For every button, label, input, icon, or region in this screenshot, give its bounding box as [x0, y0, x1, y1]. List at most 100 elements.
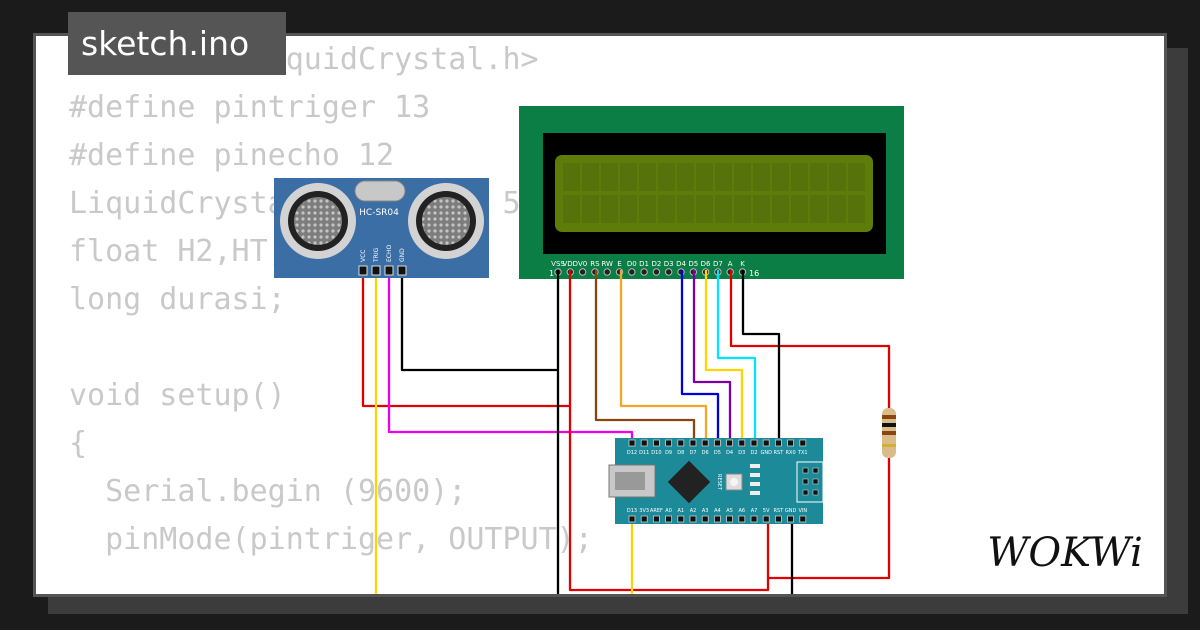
- nano-top-pin[interactable]: [701, 439, 709, 447]
- nano-top-pin[interactable]: [628, 439, 636, 447]
- sensor-pin[interactable]: [397, 265, 407, 276]
- sensor-pin[interactable]: [384, 265, 394, 276]
- wire-sensor-gnd[interactable]: [400, 275, 558, 372]
- lcd-cell: [563, 163, 580, 191]
- lcd-cell: [696, 163, 713, 191]
- wire-lcd-d6[interactable]: [704, 270, 744, 440]
- lcd-pin[interactable]: [652, 268, 661, 276]
- nano-top-pin[interactable]: [750, 439, 758, 447]
- nano-top-pin[interactable]: [762, 439, 770, 447]
- nano-bottom-pin-label: 3V3: [639, 508, 649, 514]
- lcd-cell: [677, 163, 694, 191]
- wokwi-logo: WOKWi: [987, 530, 1143, 576]
- nano-bottom-pin[interactable]: [653, 515, 660, 523]
- nano-bottom-pin[interactable]: [738, 515, 746, 523]
- wire-sensor-echo[interactable]: [387, 275, 634, 440]
- nano-leds: [750, 464, 760, 495]
- lcd-cell: [734, 195, 751, 223]
- wire-lcd-a[interactable]: [729, 270, 891, 410]
- sensor-pin[interactable]: [358, 265, 368, 276]
- nano-bottom-pin[interactable]: [701, 515, 709, 523]
- nano-bottom-pin-label: A4: [714, 508, 721, 514]
- icsp-pin: [812, 478, 819, 485]
- sensor-pin-label: VCC: [360, 250, 367, 262]
- wire-lcd-vdd[interactable]: [568, 406, 770, 592]
- nano-bottom-pin-label: VIN: [798, 508, 807, 514]
- sensor-model-label: HC-SR04: [359, 208, 399, 218]
- nano-top-pin[interactable]: [799, 439, 807, 447]
- nano-bottom-pin-label: A3: [702, 508, 709, 514]
- nano-bottom-pin-label: A6: [738, 508, 745, 514]
- nano-bottom-pin[interactable]: [628, 515, 636, 523]
- lcd-cell: [563, 195, 580, 223]
- nano-bottom-pin-label: A7: [751, 508, 758, 514]
- lcd-cell: [791, 163, 808, 191]
- wire-sensor-vcc[interactable]: [361, 270, 572, 408]
- icsp-pin: [802, 478, 809, 485]
- nano-bottom-pin[interactable]: [665, 515, 672, 523]
- nano-bottom-pin[interactable]: [640, 515, 648, 523]
- lcd-pin-label: A: [728, 260, 733, 268]
- nano-top-pin[interactable]: [653, 439, 660, 447]
- lcd-pin[interactable]: [640, 268, 648, 276]
- reset-label: RESET: [716, 474, 722, 491]
- nano-bottom-pin[interactable]: [762, 515, 770, 523]
- nano-top-pin[interactable]: [738, 439, 746, 447]
- icsp-pin: [802, 467, 809, 474]
- nano-bottom-pin[interactable]: [689, 515, 697, 523]
- nano-top-pin[interactable]: [787, 439, 794, 447]
- nano-bottom-pin-label: RST: [774, 508, 785, 514]
- nano-bottom-pin-label: A1: [677, 508, 684, 514]
- nano-top-pin[interactable]: [714, 439, 721, 447]
- nano-bottom-pin[interactable]: [677, 515, 685, 523]
- wire-lcd-d7[interactable]: [716, 270, 757, 440]
- lcd-cell: [601, 195, 618, 223]
- wire-lcd-k[interactable]: [741, 270, 781, 440]
- resistor-band-3: [882, 431, 896, 435]
- lcd-cell: [582, 195, 599, 223]
- wire-lcd-e[interactable]: [619, 270, 708, 440]
- lcd-pin[interactable]: [603, 268, 611, 276]
- wire-lcd-rs[interactable]: [594, 270, 696, 440]
- wire-lcd-d5[interactable]: [692, 270, 732, 440]
- lcd-cell: [848, 195, 865, 223]
- nano-top-pin[interactable]: [726, 439, 733, 447]
- nano-top-pin[interactable]: [689, 439, 697, 447]
- resistor[interactable]: [882, 408, 896, 458]
- nano-bottom-pin[interactable]: [726, 515, 733, 523]
- nano-top-pin[interactable]: [775, 439, 782, 447]
- sensor-crystal: [354, 180, 406, 202]
- lcd-pin-label: D3: [664, 260, 674, 268]
- nano-bottom-pin[interactable]: [775, 515, 782, 523]
- lcd-cell: [696, 195, 713, 223]
- nano-bottom-pin-label: AREF: [650, 508, 663, 514]
- nano-bottom-pin[interactable]: [750, 515, 758, 523]
- resistor-band-1: [882, 415, 896, 419]
- lcd-pin[interactable]: [578, 268, 587, 276]
- wire-resistor-5v[interactable]: [768, 455, 891, 580]
- lcd-pin-label: D1: [639, 260, 649, 268]
- nano-bottom-pin[interactable]: [799, 515, 807, 523]
- nano-top-pin[interactable]: [640, 439, 648, 447]
- lcd-cell: [582, 163, 599, 191]
- wire-lcd-d4[interactable]: [680, 270, 720, 440]
- lcd-pin[interactable]: [628, 268, 636, 276]
- nano-bottom-pin[interactable]: [714, 515, 721, 523]
- lcd-pin[interactable]: [665, 268, 673, 276]
- nano-top-pin[interactable]: [665, 439, 672, 447]
- nano-top-pin[interactable]: [677, 439, 685, 447]
- resistor-band-2: [882, 423, 896, 427]
- lcd-pin-label: VSS: [551, 260, 565, 268]
- nano-top-pin-label: D8: [677, 450, 684, 456]
- sensor-pin-label: GND: [399, 248, 406, 262]
- file-tab[interactable]: sketch.ino: [68, 12, 286, 75]
- nano-bottom-pin[interactable]: [787, 515, 794, 523]
- lcd-cell: [620, 195, 637, 223]
- icsp-pin: [812, 489, 819, 496]
- sensor-pin[interactable]: [371, 265, 381, 276]
